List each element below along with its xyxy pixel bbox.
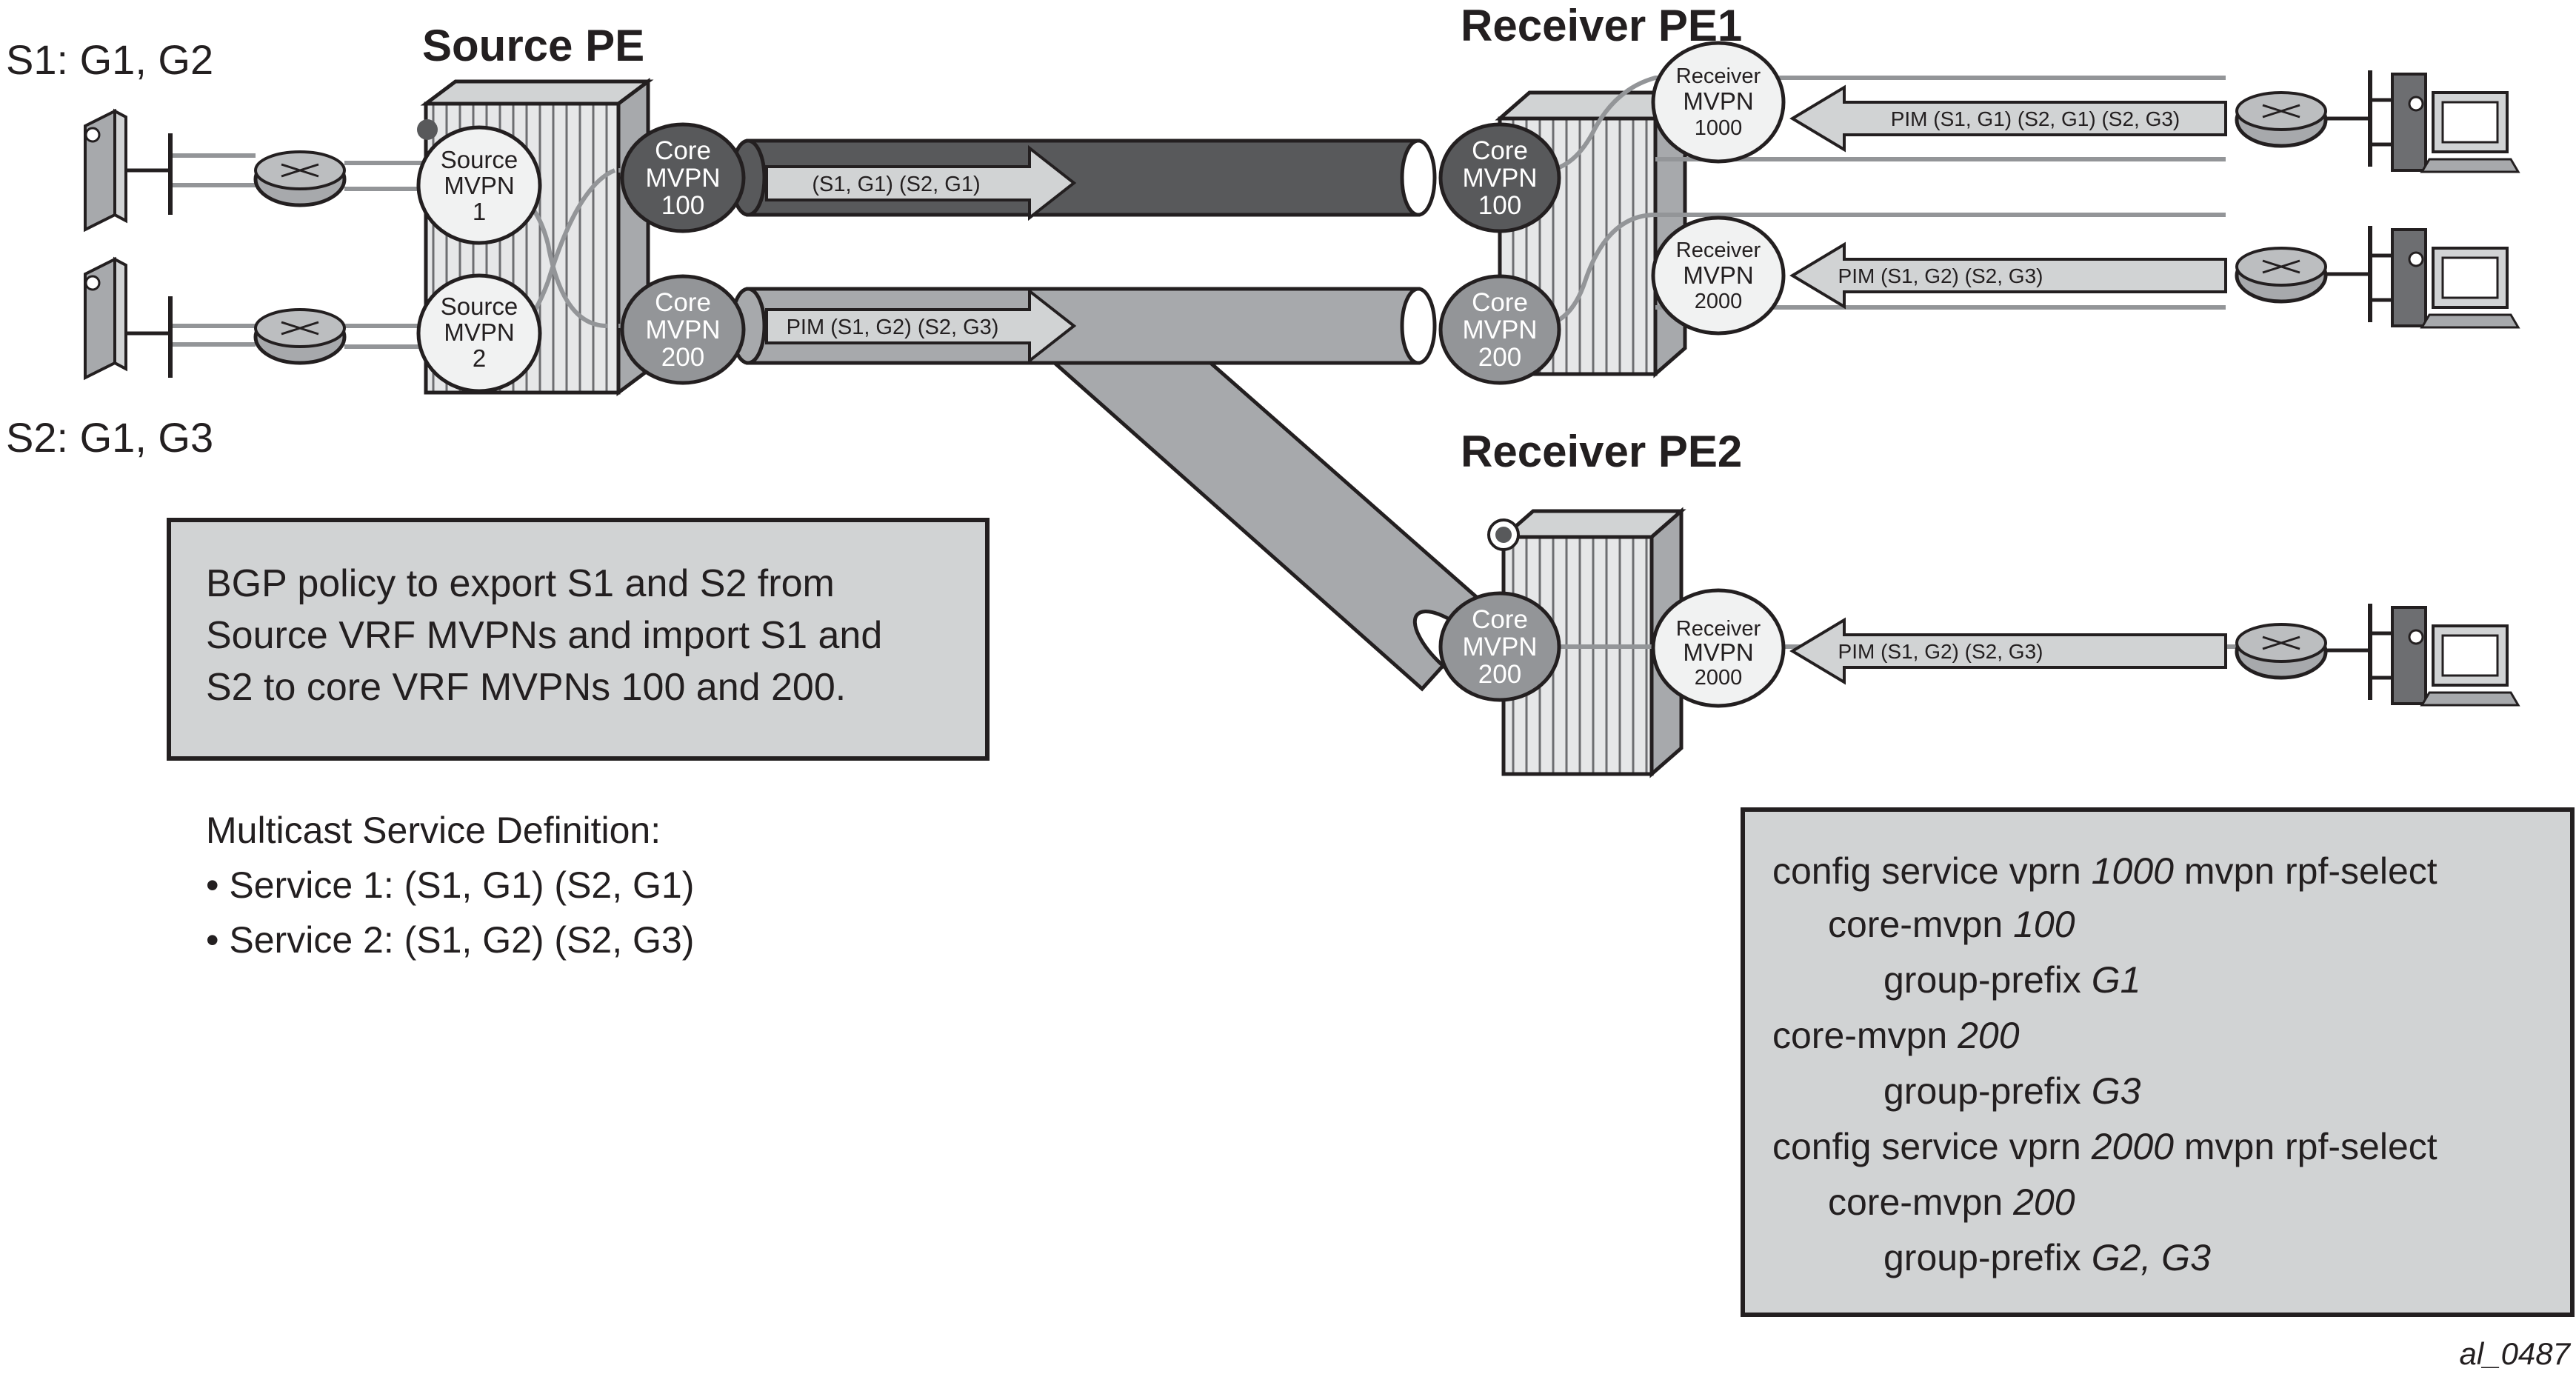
receiver-router-2 <box>2235 247 2370 304</box>
svg-text:1000: 1000 <box>1695 116 1743 140</box>
receiver-pe1-title: Receiver PE1 <box>1461 1 1742 50</box>
source-mvpn-1: Source MVPN 1 <box>416 125 542 245</box>
receiver-host-2 <box>2368 226 2520 329</box>
receiver-pe2-title: Receiver PE2 <box>1461 427 1742 476</box>
svg-text:MVPN: MVPN <box>1683 638 1753 666</box>
receiver-host-1 <box>2368 70 2520 173</box>
svg-text:100: 100 <box>661 191 704 220</box>
svg-text:Core: Core <box>1472 288 1528 317</box>
pim-arrow-pe1-top: PIM (S1, G1) (S2, G1) (S2, G3) <box>1789 84 2227 153</box>
tunnel-top-label: (S1, G1) (S2, G1) <box>812 173 980 196</box>
source-pe-title: Source PE <box>422 21 644 70</box>
svg-text:MVPN: MVPN <box>1683 87 1753 115</box>
core-mvpn-200-pe2: Core MVPN 200 <box>1438 591 1561 702</box>
pim-arrow-pe2-label: PIM (S1, G2) (S2, G3) <box>1838 640 2043 663</box>
svg-text:Core: Core <box>1472 136 1528 165</box>
receiver-pe2-indicator <box>1495 527 1512 543</box>
svg-text:Receiver: Receiver <box>1676 64 1761 88</box>
config-line-2: core-mvpn 100 <box>1828 904 2075 945</box>
service-def-item-2: • Service 2: (S1, G2) (S2, G3) <box>206 919 694 961</box>
config-line-3: group-prefix G1 <box>1883 959 2140 1001</box>
config-box: config service vprn 1000 mvpn rpf-select… <box>1741 807 2575 1317</box>
bgp-line-1: BGP policy to export S1 and S2 from <box>206 562 835 605</box>
config-line-7: core-mvpn 200 <box>1828 1181 2075 1223</box>
core-mvpn-200-pe1: Core MVPN 200 <box>1438 274 1561 385</box>
svg-text:Core: Core <box>655 288 711 317</box>
config-line-8: group-prefix G2, G3 <box>1883 1237 2211 1278</box>
tunnel-branch-pe2 <box>991 309 1501 692</box>
figure-id: al_0487 <box>2460 1336 2572 1371</box>
svg-text:1: 1 <box>473 198 486 225</box>
s1-groups-label: S1: G1, G2 <box>6 36 213 83</box>
svg-text:MVPN: MVPN <box>1683 261 1753 289</box>
svg-text:2000: 2000 <box>1695 290 1743 313</box>
svg-text:Core: Core <box>655 136 711 165</box>
source-router-2 <box>253 308 347 365</box>
pim-arrow-pe1-top-label: PIM (S1, G1) (S2, G1) (S2, G3) <box>1891 107 2180 130</box>
pim-arrow-pe1-bottom-label: PIM (S1, G2) (S2, G3) <box>1838 264 2043 287</box>
config-line-5: group-prefix G3 <box>1883 1070 2141 1112</box>
receiver-router-3 <box>2235 623 2370 680</box>
service-def-title: Multicast Service Definition: <box>206 810 661 851</box>
svg-text:200: 200 <box>1478 343 1521 372</box>
svg-text:200: 200 <box>1478 660 1521 689</box>
bgp-policy-box: BGP policy to export S1 and S2 from Sour… <box>167 518 990 761</box>
source-server-s2 <box>84 256 173 381</box>
tunnel-top-arrow: (S1, G1) (S2, G1) <box>765 144 1077 221</box>
svg-text:MVPN: MVPN <box>645 316 720 344</box>
svg-text:2: 2 <box>473 344 486 372</box>
core-mvpn-100-source: Core MVPN 100 <box>620 122 746 233</box>
config-line-6: config service vprn 2000 mvpn rpf-select <box>1772 1126 2437 1167</box>
svg-text:MVPN: MVPN <box>444 319 514 346</box>
svg-text:MVPN: MVPN <box>1462 316 1537 344</box>
source-server-s1 <box>84 108 173 233</box>
source-mvpn-2: Source MVPN 2 <box>416 273 542 393</box>
config-line-4: core-mvpn 200 <box>1772 1015 2020 1056</box>
receiver-router-1 <box>2235 91 2370 148</box>
pim-arrow-pe2: PIM (S1, G2) (S2, G3) <box>1789 617 2227 685</box>
svg-text:Source: Source <box>441 146 518 173</box>
s2-groups-label: S2: G1, G3 <box>6 414 213 461</box>
receiver-mvpn-2000-pe1: Receiver MVPN 2000 <box>1651 216 1786 336</box>
svg-text:MVPN: MVPN <box>444 172 514 199</box>
bgp-line-3: S2 to core VRF MVPNs 100 and 200. <box>206 666 846 709</box>
svg-text:Receiver: Receiver <box>1676 617 1761 641</box>
svg-text:2000: 2000 <box>1695 666 1743 690</box>
core-mvpn-200-source: Core MVPN 200 <box>620 274 746 385</box>
receiver-host-3 <box>2368 604 2520 707</box>
tunnel-bottom-arrow: PIM (S1, G2) (S2, G3) <box>765 287 1077 364</box>
service-def-item-1: • Service 1: (S1, G1) (S2, G1) <box>206 864 694 906</box>
svg-text:100: 100 <box>1478 191 1521 220</box>
svg-text:MVPN: MVPN <box>1462 164 1537 193</box>
svg-text:Receiver: Receiver <box>1676 239 1761 262</box>
svg-text:Core: Core <box>1472 605 1528 634</box>
receiver-mvpn-2000-pe2: Receiver MVPN 2000 <box>1651 588 1786 708</box>
config-line-1: config service vprn 1000 mvpn rpf-select <box>1772 850 2437 892</box>
source-pe-indicator <box>417 119 438 140</box>
core-mvpn-100-pe1: Core MVPN 100 <box>1438 122 1561 233</box>
receiver-mvpn-1000: Receiver MVPN 1000 <box>1651 41 1786 164</box>
source-router-1 <box>253 150 347 207</box>
service-definition: Multicast Service Definition: • Service … <box>206 810 694 961</box>
svg-text:MVPN: MVPN <box>1462 633 1537 661</box>
pim-arrow-pe1-bottom: PIM (S1, G2) (S2, G3) <box>1789 241 2227 310</box>
svg-text:Source: Source <box>441 293 518 320</box>
bgp-line-2: Source VRF MVPNs and import S1 and <box>206 614 882 657</box>
tunnel-bottom-label: PIM (S1, G2) (S2, G3) <box>787 316 999 339</box>
svg-text:MVPN: MVPN <box>645 164 720 193</box>
svg-text:200: 200 <box>661 343 704 372</box>
